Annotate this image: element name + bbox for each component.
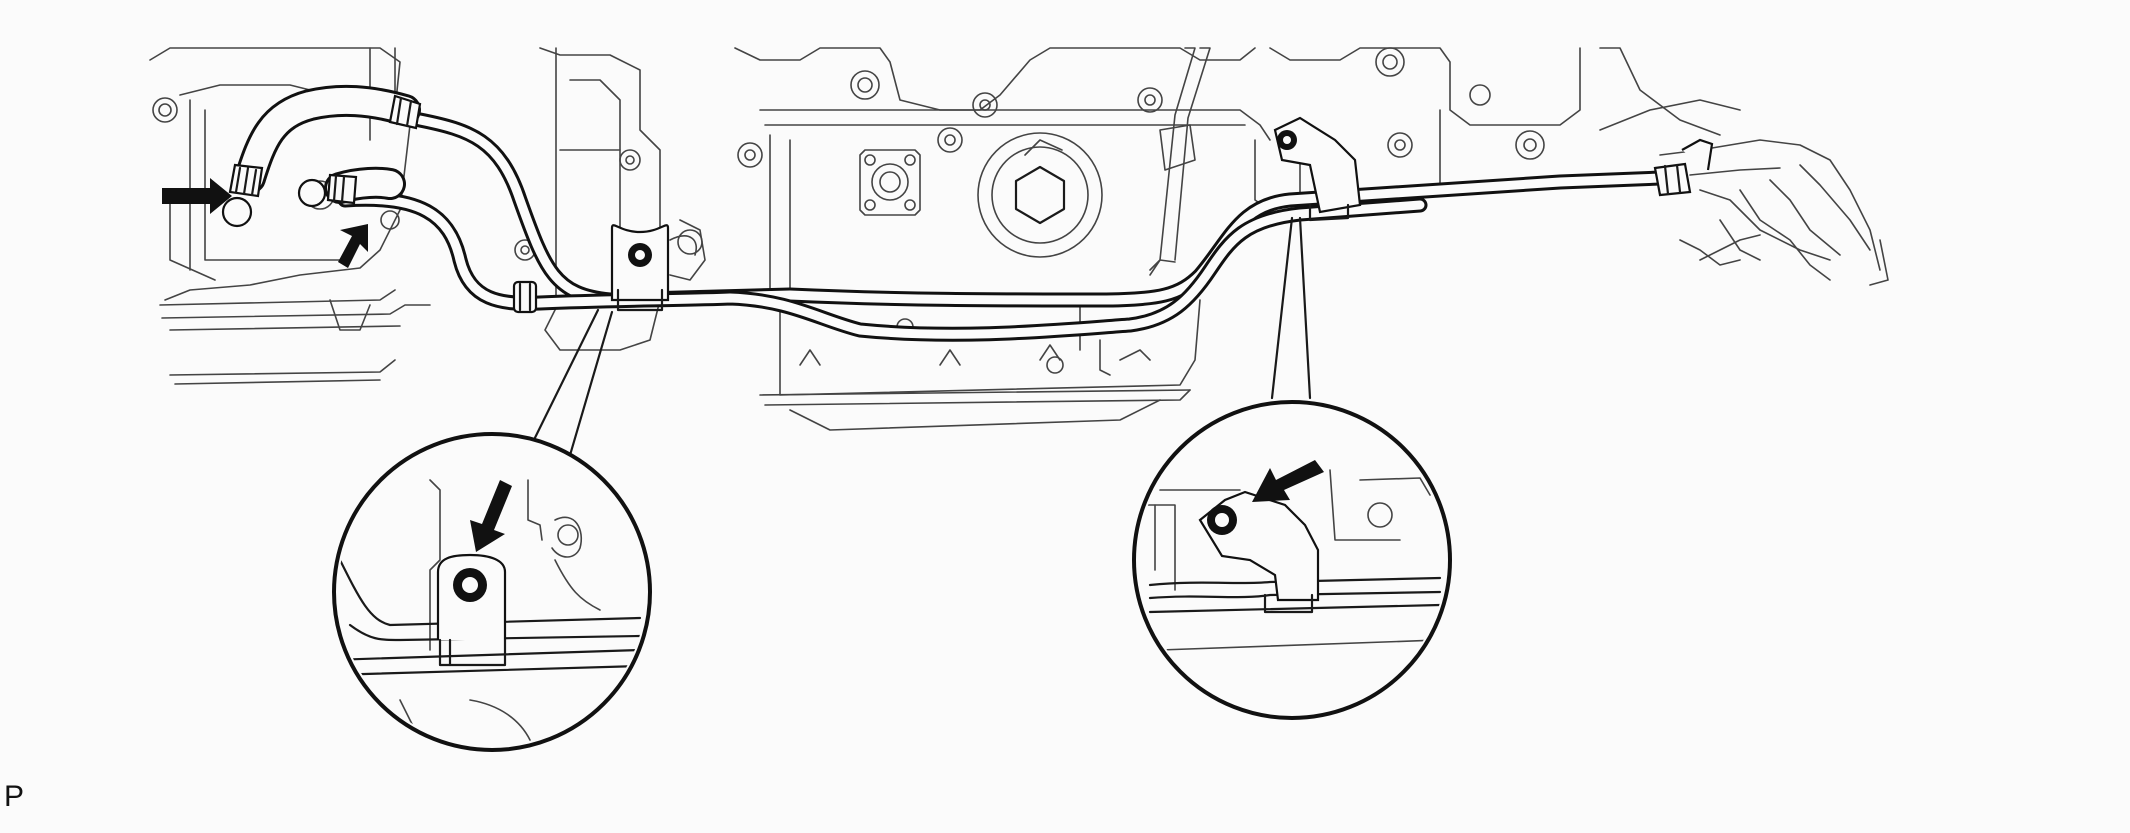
engine-block-outline (149, 47, 1889, 431)
arrow-icon (470, 480, 512, 552)
hose-clamp-connector-right (297, 173, 358, 208)
arrow-icon (162, 178, 232, 214)
hose-clamp-upper (388, 94, 422, 130)
pipe-clamp-bracket-right (1273, 116, 1362, 222)
oil-cooler-inlet-hose (234, 84, 421, 194)
arrow-icon (1252, 460, 1324, 502)
clamp-bolt-detail-left (332, 432, 652, 752)
clamp-bolt-detail-right (1132, 400, 1452, 720)
arrow-icon (338, 224, 368, 268)
figure-code-label: P (4, 780, 25, 813)
oil-cooler-tube-lower (337, 191, 1428, 342)
leader-line-left (523, 308, 614, 464)
pipe-clamp-bracket-center (610, 224, 697, 312)
pipe-union-fitting (512, 280, 538, 314)
pipe-end-fitting-right (1653, 138, 1781, 197)
leader-line-right (1270, 216, 1312, 400)
hose-clamp-connector-left (221, 163, 264, 228)
